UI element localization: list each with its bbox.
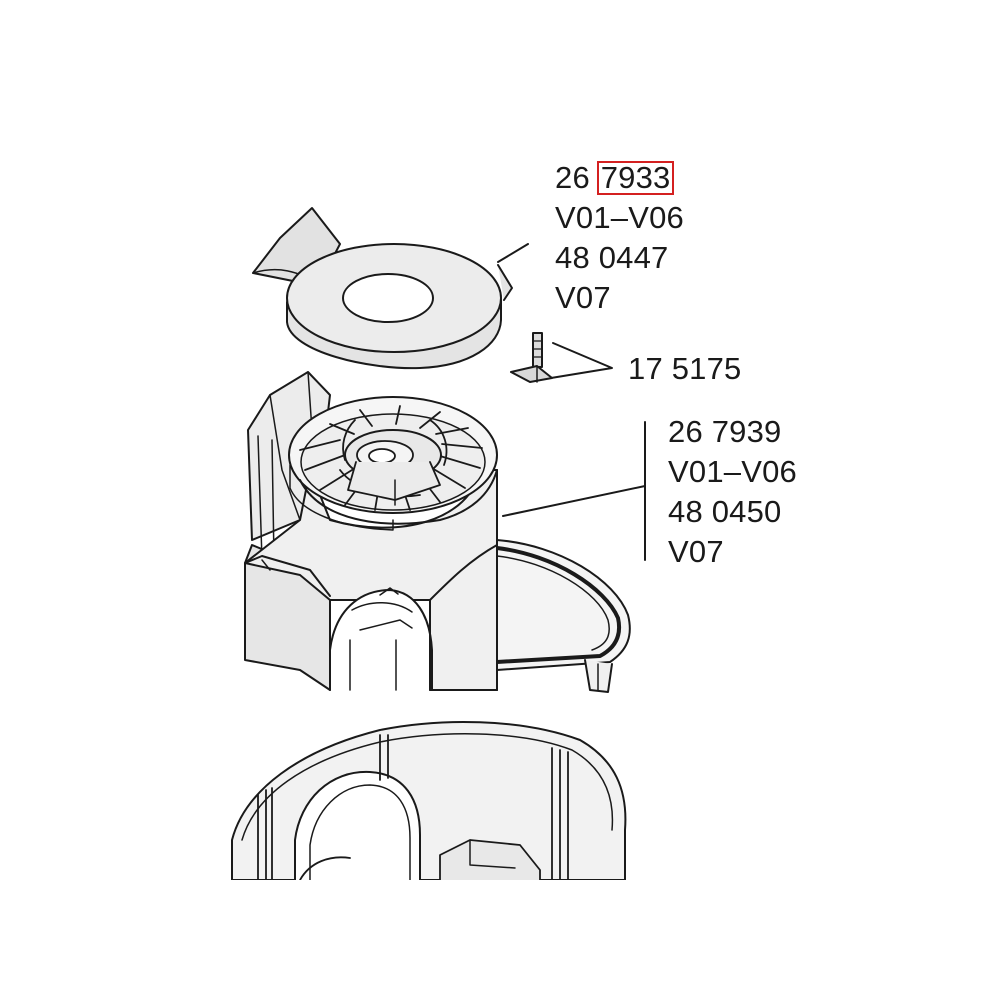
callout-lid-line-4: V07 bbox=[555, 280, 611, 315]
callout-lid-line-1: 26 7933 bbox=[555, 158, 684, 198]
callout-housing-line-4: V07 bbox=[668, 534, 724, 569]
container-part bbox=[231, 721, 627, 880]
callout-housing: 26 7939 V01–V06 48 0450 V07 bbox=[668, 412, 797, 572]
callout-screw-line-1: 17 5175 bbox=[628, 351, 742, 386]
highlighted-part-number: 7933 bbox=[596, 161, 675, 195]
leader-housing bbox=[502, 485, 646, 517]
callout-lid-line-3: 48 0447 bbox=[555, 240, 669, 275]
fan-impeller bbox=[299, 405, 483, 511]
callout-lid: 26 7933 V01–V06 48 0447 V07 bbox=[555, 158, 684, 318]
housing-arch bbox=[329, 589, 433, 691]
container-rim bbox=[231, 721, 627, 880]
callout-housing-line-2: V01–V06 bbox=[668, 454, 797, 489]
callout-lid-prefix: 26 bbox=[555, 160, 590, 195]
housing-part bbox=[244, 371, 631, 693]
lid-part bbox=[252, 207, 513, 370]
callout-housing-line-3: 48 0450 bbox=[668, 494, 782, 529]
housing-tray bbox=[496, 539, 631, 671]
leader-lid bbox=[497, 243, 529, 263]
screw-part bbox=[510, 332, 553, 383]
callout-housing-line-1: 26 7939 bbox=[668, 414, 782, 449]
leader-screw bbox=[550, 342, 613, 379]
lid-center-hole bbox=[342, 273, 434, 323]
callout-screw: 17 5175 bbox=[628, 349, 741, 389]
callout-lid-line-2: V01–V06 bbox=[555, 200, 684, 235]
